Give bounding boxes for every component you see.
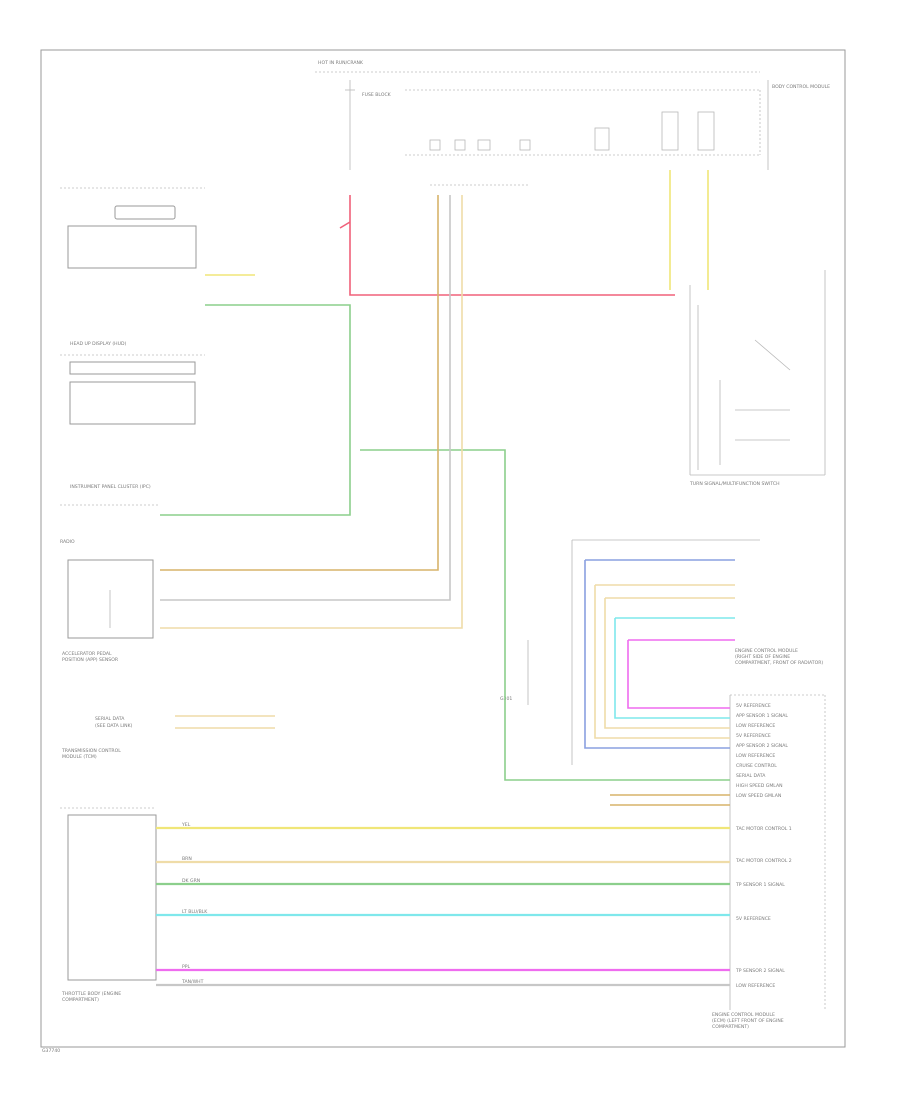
throttle-label-1: THROTTLE BODY (ENGINE: [61, 991, 121, 997]
wire-gray-1: [160, 195, 451, 601]
throttle-body-box: THROTTLE BODY (ENGINE COMPARTMENT): [60, 807, 157, 1003]
right-pin-8: SERIAL DATA: [736, 773, 766, 779]
right-pin-6: LOW REFERENCE: [736, 753, 775, 759]
throttle-label-2: COMPARTMENT): [62, 997, 99, 1003]
serial-data-label-1: SERIAL DATA: [95, 716, 125, 722]
hud-module-label: HEAD UP DISPLAY (HUD): [70, 341, 127, 347]
right-pin-3: LOW REFERENCE: [736, 723, 775, 729]
ipc-label: INSTRUMENT PANEL CLUSTER (IPC): [70, 484, 151, 490]
serial-data-label-2: (SEE DATA LINK): [95, 723, 133, 729]
ecm-right-label-2: (RIGHT SIDE OF ENGINE: [735, 654, 790, 660]
right-pin-1: 5V REFERENCE: [736, 703, 771, 709]
right-pin-4: 5V REFERENCE: [736, 733, 771, 739]
ecm-name-3: COMPARTMENT): [712, 1024, 749, 1030]
fuse-block: HOT IN RUN/CRANK FUSE BLOCK BODY CONTROL…: [315, 60, 830, 170]
pedal-sensor-label-2: POSITION (APP) SENSOR: [62, 657, 119, 663]
fuse-hot-label: HOT IN RUN/CRANK: [318, 60, 364, 66]
fuse-block-label: FUSE BLOCK: [362, 92, 392, 98]
tcm-label-2: MODULE (TCM): [62, 754, 97, 760]
turn-switch-label: TURN SIGNAL/MULTIFUNCTION SWITCH: [689, 481, 780, 487]
radio-label: RADIO: [60, 539, 75, 545]
wire-label-dkgrn: DK GRN: [182, 878, 200, 884]
wire-label-tanwht: TAN/WHT: [181, 979, 204, 985]
wire-red: [339, 195, 675, 296]
bottom-pin-2: TAC MOTOR CONTROL 2: [735, 858, 792, 864]
ground-label: G301: [500, 696, 512, 702]
ipc-module: INSTRUMENT PANEL CLUSTER (IPC): [60, 354, 205, 506]
pedal-sensor-box: RADIO ACCELERATOR PEDAL POSITION (APP) S…: [60, 539, 154, 663]
wire-green-hud: [160, 304, 351, 516]
bottom-pin-6: LOW REFERENCE: [736, 983, 775, 989]
right-pin-labels: 5V REFERENCE APP SENSOR 1 SIGNAL LOW REF…: [736, 703, 788, 799]
body-control-label: BODY CONTROL MODULE: [772, 84, 830, 90]
turn-switch-box: TURN SIGNAL/MULTIFUNCTION SWITCH: [689, 270, 826, 487]
diagram-frame: [40, 49, 846, 1048]
wire-green-main: [360, 449, 730, 781]
bottom-pin-3: TP SENSOR 1 SIGNAL: [735, 882, 785, 888]
right-pin-10: LOW SPEED GMLAN: [736, 793, 781, 799]
right-pin-7: CRUISE CONTROL: [736, 763, 777, 769]
wire-label-ltblu: LT BLU/BLK: [182, 909, 208, 915]
right-pin-9: HIGH SPEED GMLAN: [736, 783, 783, 789]
wire-label-ppl: PPL: [182, 964, 191, 970]
right-pin-5: APP SENSOR 2 SIGNAL: [736, 743, 788, 749]
ecm-name-2: (ECM) (LEFT FRONT OF ENGINE: [712, 1018, 784, 1024]
wire-gold: [160, 195, 439, 571]
ecm-name-1: ENGINE CONTROL MODULE: [712, 1012, 775, 1018]
ecm-right-label-1: ENGINE CONTROL MODULE: [735, 648, 798, 654]
footer-code: G37740: [42, 1048, 60, 1054]
pedal-sensor-label-1: ACCELERATOR PEDAL: [62, 651, 112, 657]
right-pin-2: APP SENSOR 1 SIGNAL: [736, 713, 788, 719]
hud-module: HEAD UP DISPLAY (HUD): [60, 187, 205, 347]
wire-tan-1: [160, 195, 463, 629]
wire-cyan: [614, 617, 735, 719]
wire-magenta: [627, 639, 735, 709]
wire-group: [156, 170, 735, 987]
connector-row-top: [429, 111, 715, 186]
bottom-pin-1: TAC MOTOR CONTROL 1: [735, 826, 792, 832]
bottom-pin-labels: TAC MOTOR CONTROL 1 TAC MOTOR CONTROL 2 …: [735, 826, 792, 989]
wire-label-yel: YEL: [181, 822, 191, 828]
ecm-right-label-3: COMPARTMENT, FRONT OF RADIATOR): [735, 660, 823, 666]
ground-symbol: G301: [500, 640, 529, 705]
wire-tan-3: [604, 597, 735, 729]
bottom-pin-4: 5V REFERENCE: [736, 916, 771, 922]
bottom-wire-labels: YEL BRN DK GRN LT BLU/BLK PPL TAN/WHT: [181, 822, 208, 985]
tcm-label-1: TRANSMISSION CONTROL: [61, 748, 121, 754]
serial-data-block: SERIAL DATA (SEE DATA LINK) TRANSMISSION…: [61, 716, 133, 760]
ecm-right-block: ENGINE CONTROL MODULE (RIGHT SIDE OF ENG…: [571, 539, 826, 1030]
wire-ecm-serial: [610, 794, 730, 806]
wire-yellow-ecm: [669, 170, 709, 290]
wire-blue: [584, 559, 735, 749]
wire-tan-2: [594, 584, 735, 739]
wire-label-brn: BRN: [182, 856, 192, 862]
bottom-pin-5: TP SENSOR 2 SIGNAL: [735, 968, 785, 974]
